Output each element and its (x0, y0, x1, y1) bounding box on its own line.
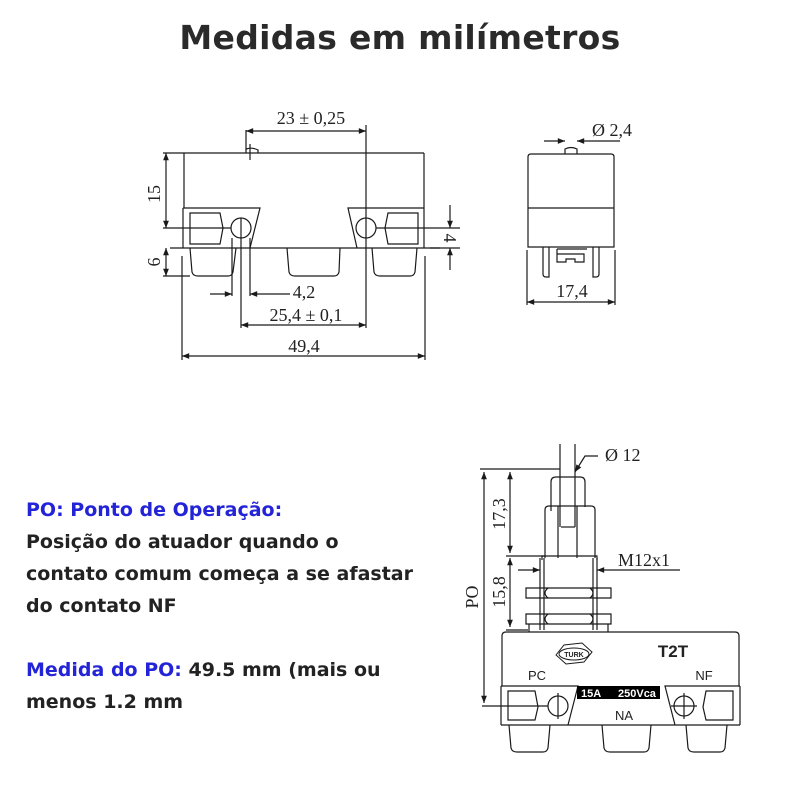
dim-hole-offset: 4 (440, 234, 460, 243)
dim-total-width: 49,4 (288, 336, 320, 356)
dim-actuator-height: 17,3 (489, 498, 509, 530)
side-view-drawing (526, 138, 620, 305)
brand-logo: TURK (564, 652, 583, 659)
rating-plate (577, 686, 660, 699)
model-label: T2T (658, 642, 689, 661)
dim-thread: M12x1 (618, 550, 670, 570)
dim-hole-spacing: 25,4 ± 0,1 (270, 305, 343, 325)
measure-value: 49.5 mm (mais ou (188, 659, 381, 681)
dim-depth: 17,4 (556, 281, 588, 301)
terminal-na-label: NA (615, 708, 633, 723)
description-line-1: Posição do atuador quando o (26, 531, 339, 553)
rating-voltage: 250Vca (618, 688, 657, 700)
front-view-drawing (163, 125, 460, 360)
dim-height-body: 15 (144, 185, 164, 203)
description-heading: PO: Ponto de Operação: (26, 499, 283, 521)
dim-actuator-diameter: Ø 12 (605, 445, 641, 465)
description-line-3: do contato NF (26, 595, 177, 617)
measure-line-2: menos 1.2 mm (26, 691, 184, 713)
dim-hole-diameter: 4,2 (293, 282, 316, 302)
description-line-2: contato comum começa a se afastar (26, 563, 413, 585)
dim-height-terminals: 6 (144, 258, 164, 267)
rating-current: 15A (581, 688, 601, 700)
measure-label: Medida do PO: (26, 659, 182, 681)
dim-operating-point: PO (462, 585, 482, 608)
measure-line: Medida do PO: 49.5 mm (mais ou (26, 654, 456, 686)
dim-thread-height: 15,8 (489, 576, 509, 608)
operating-point-description: PO: Ponto de Operação: Posição do atuado… (26, 494, 456, 718)
dim-plunger-diameter: Ø 2,4 (592, 120, 632, 140)
page-title: Medidas em milímetros (179, 18, 621, 57)
t2t-switch-drawing (480, 444, 741, 753)
terminal-pc-label: PC (528, 668, 546, 683)
dim-top-spacing: 23 ± 0,25 (277, 108, 345, 128)
terminal-nf-label: NF (695, 668, 712, 683)
